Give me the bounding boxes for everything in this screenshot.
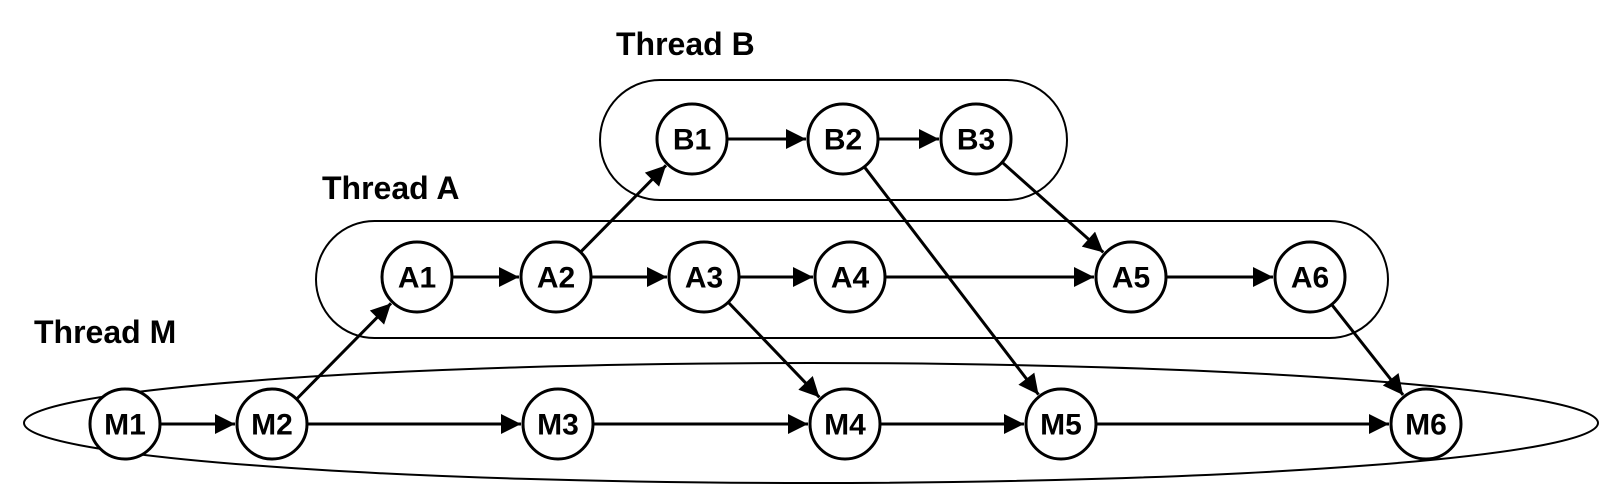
node-A5: A5: [1094, 240, 1168, 314]
edge-A2-B1: [580, 164, 668, 253]
node-A6-circle: [1273, 240, 1347, 314]
node-A5-circle: [1094, 240, 1168, 314]
node-M2-circle: [235, 387, 309, 461]
node-M1: M1: [88, 387, 162, 461]
node-M5-label: M5: [1040, 409, 1082, 442]
node-A6: A6: [1273, 240, 1347, 314]
node-B2-label: B2: [824, 124, 862, 157]
edge-M2-A1: [296, 302, 393, 400]
thread-b-label: Thread B: [616, 26, 755, 62]
node-A1-label: A1: [398, 262, 436, 295]
node-M5: M5: [1024, 387, 1098, 461]
edge-B2-M5: [863, 166, 1040, 396]
node-A3-label: A3: [685, 262, 723, 295]
node-M1-label: M1: [104, 409, 146, 442]
node-B3-circle: [939, 102, 1013, 176]
node-A1: A1: [380, 240, 454, 314]
node-M3-circle: [521, 387, 595, 461]
thread-a-boundary: [315, 220, 1389, 339]
node-M6-circle: [1389, 387, 1463, 461]
node-B2-circle: [806, 102, 880, 176]
node-A3: A3: [667, 240, 741, 314]
edge-A3-M4: [727, 301, 821, 399]
node-M5-circle: [1024, 387, 1098, 461]
node-B2: B2: [806, 102, 880, 176]
edges-layer: [161, 129, 1405, 434]
node-M6-label: M6: [1405, 409, 1447, 442]
node-A5-label: A5: [1112, 262, 1150, 295]
edge-B3-A5: [1001, 161, 1105, 254]
node-A3-circle: [667, 240, 741, 314]
node-B3: B3: [939, 102, 1013, 176]
node-A2: A2: [519, 240, 593, 314]
nodes-layer: B1 B2 B3 A1 A2 A3 A4 A5 A6 M1 M2 M3 M4 M…: [88, 102, 1463, 461]
thread-m-label: Thread M: [34, 314, 177, 350]
thread-m-boundary: [23, 362, 1599, 484]
node-M4-circle: [808, 387, 882, 461]
thread-a-label: Thread A: [322, 170, 460, 206]
edge-A6-M6: [1331, 304, 1405, 396]
node-A1-circle: [380, 240, 454, 314]
node-A6-label: A6: [1291, 262, 1329, 295]
node-M6: M6: [1389, 387, 1463, 461]
node-B1-circle: [655, 102, 729, 176]
thread-b-boundary: [599, 79, 1068, 201]
node-A4: A4: [813, 240, 887, 314]
node-A4-label: A4: [831, 262, 870, 295]
node-M2: M2: [235, 387, 309, 461]
node-M1-circle: [88, 387, 162, 461]
node-M3-label: M3: [537, 409, 579, 442]
node-B1: B1: [655, 102, 729, 176]
node-A2-label: A2: [537, 262, 575, 295]
node-A4-circle: [813, 240, 887, 314]
node-B3-label: B3: [957, 124, 995, 157]
node-M2-label: M2: [251, 409, 293, 442]
node-B1-label: B1: [673, 124, 711, 157]
node-M4-label: M4: [824, 409, 866, 442]
node-M4: M4: [808, 387, 882, 461]
node-A2-circle: [519, 240, 593, 314]
node-M3: M3: [521, 387, 595, 461]
